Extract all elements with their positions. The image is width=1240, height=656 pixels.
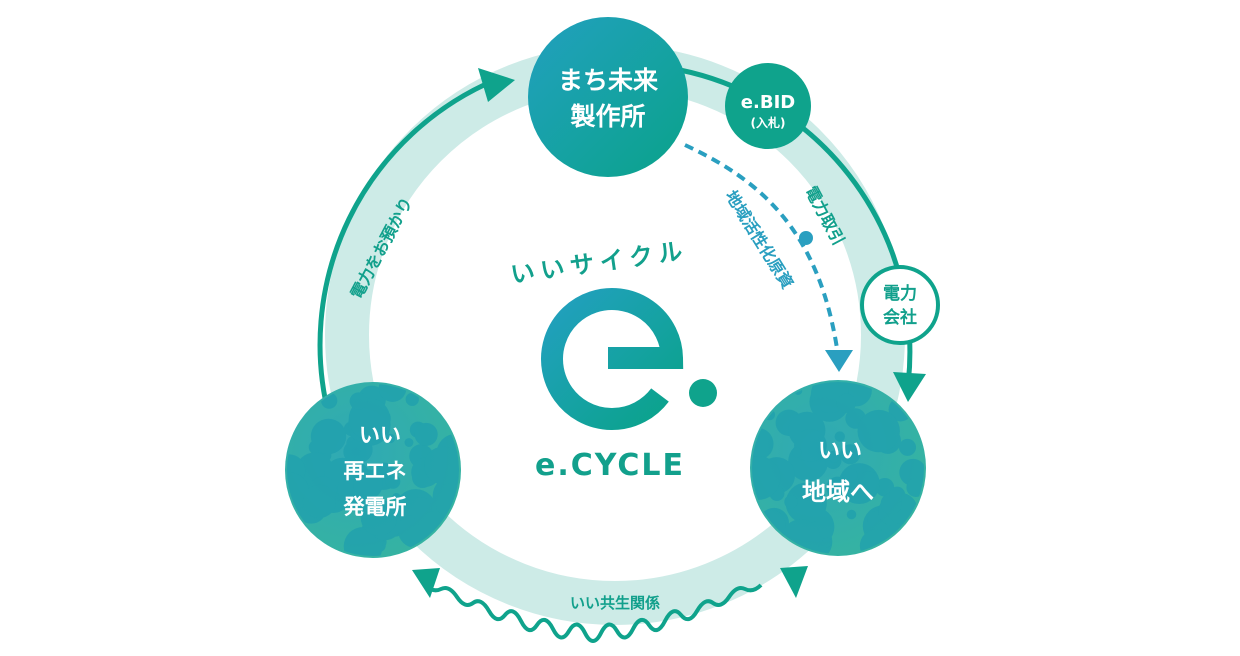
renewable-line2: 再エネ (344, 459, 407, 483)
region-line1: いい (818, 439, 862, 464)
bubble-dot (840, 444, 861, 465)
bubble-dot (784, 495, 798, 509)
bubble-dot (378, 384, 407, 402)
bubble-dot (385, 474, 401, 489)
ebid-label: e.BID (741, 92, 795, 113)
coin-icon (799, 231, 813, 245)
renewable-line3: 発電所 (343, 495, 407, 519)
power-company-node (860, 265, 940, 345)
bubble-dot (414, 422, 438, 446)
bubble-dot (836, 393, 856, 413)
bubble-dot (404, 438, 414, 447)
bubble-dot (842, 468, 858, 484)
dashed-label: 地域活性化原資 (722, 187, 797, 292)
left-arc-arrowhead (478, 68, 515, 102)
machi-mirai-line1: まち未来 (558, 66, 659, 95)
bubble-dot (392, 493, 401, 502)
bottom-right-arrowhead (780, 566, 808, 598)
bubble-dot (785, 482, 827, 524)
dashed-arrowhead (825, 350, 853, 372)
bubble-dot (834, 431, 845, 442)
bubble-dot (349, 392, 368, 410)
ebid-sub: (入札) (751, 115, 786, 130)
bubble-dot (794, 429, 827, 462)
bubble-dot (821, 537, 832, 548)
bubble-dot (752, 427, 774, 461)
bubble-dot (310, 418, 347, 455)
bubble-dot (405, 392, 419, 406)
bubble-dot (343, 440, 366, 464)
bubble-dot (889, 486, 906, 503)
machi-mirai-line2: 製作所 (569, 102, 645, 131)
ecycle-logo-text: e.CYCLE (535, 448, 685, 483)
dashed-arrow-line (684, 143, 840, 356)
renewable-line1: いい (359, 423, 401, 447)
bubble-dot (360, 499, 398, 536)
bubble-dot (343, 526, 383, 556)
bubble-dot (899, 438, 917, 456)
bubble-dot (302, 484, 337, 519)
bubble-dot (858, 471, 880, 492)
left-arc-arrow-line (317, 77, 496, 421)
bubble-dot (424, 446, 459, 485)
renewable-plant-node (285, 382, 461, 558)
bottom-left-arrowhead (412, 568, 440, 598)
bubble-dot (353, 469, 383, 500)
right-arc-arrowhead (893, 372, 926, 402)
ebid-node (725, 63, 811, 149)
bubble-dot (792, 447, 802, 458)
bubble-dot (828, 450, 841, 463)
bottom-wavy-line (423, 583, 763, 643)
bubble-dot (385, 433, 396, 444)
region-line2: 地域へ (802, 478, 874, 506)
power-company-line1: 電力 (883, 283, 917, 304)
bubble-dot (846, 509, 857, 520)
bubble-dot (752, 456, 781, 500)
tagline: いいサイクル (509, 236, 690, 289)
bubble-dot (857, 409, 900, 453)
bubble-dot (875, 477, 895, 497)
machi-mirai-node (528, 17, 688, 177)
power-company-line2: 会社 (883, 307, 917, 328)
good-region-node (750, 380, 926, 556)
e-logo (541, 288, 717, 430)
bottom-label: いい共生関係 (570, 594, 660, 612)
